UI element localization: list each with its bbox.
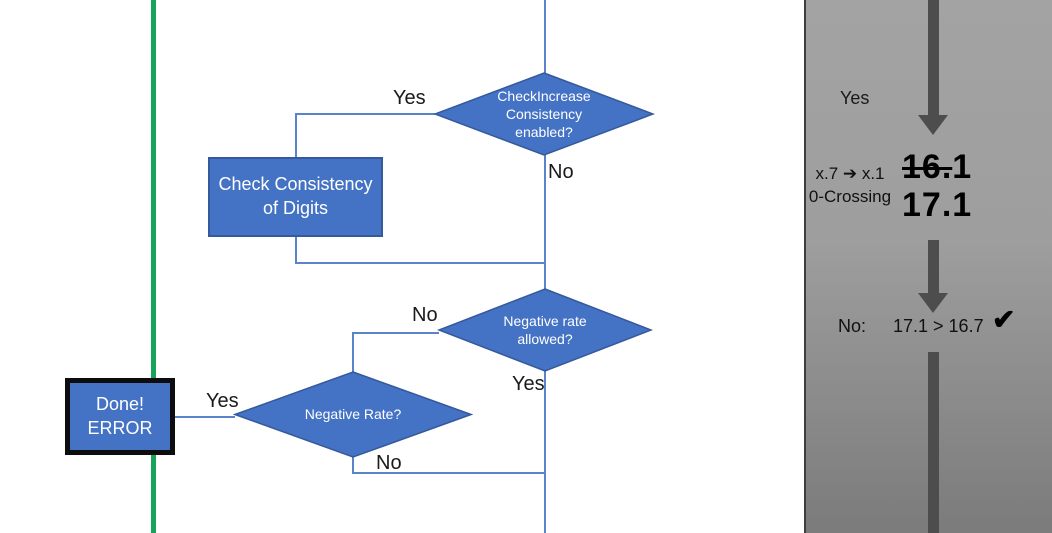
panel-yes-label: Yes [840, 88, 870, 108]
connector-yes-top-horizontal [295, 113, 435, 115]
old-value-rest: 1 [952, 148, 973, 186]
old-value: 16.1 [902, 148, 972, 186]
decision-check-increase-label: CheckIncrease Consistency enabled? [497, 87, 591, 141]
connector-no-bottom-horizontal [352, 472, 546, 474]
decision-negative-allowed-label: Negative rate allowed? [503, 312, 587, 347]
edge-label-yes-top: Yes [393, 87, 426, 109]
decision-check-increase-shape [433, 72, 655, 156]
process-check-consistency: Check Consistency of Digits [208, 157, 383, 237]
down-arrow-2-shaft [928, 240, 939, 293]
down-arrow-1-shaft [928, 0, 939, 115]
edge-label-yes-done: Yes [206, 390, 239, 412]
decision-negative-allowed-shape [437, 288, 653, 372]
down-arrow-2-icon [918, 293, 948, 313]
connector-process-out-horizontal [295, 262, 546, 264]
decision-negative-rate-shape [233, 371, 473, 458]
green-guide-line [151, 0, 156, 533]
connector-no-bottom-vertical [352, 456, 354, 474]
connector-main-vertical [544, 0, 546, 533]
result-label: No: [838, 316, 867, 336]
connector-yes-done-horizontal [175, 416, 235, 418]
new-value: 17.1 [902, 186, 973, 224]
edge-label-no-top: No [548, 161, 574, 183]
decision-negative-rate-label: Negative Rate? [304, 406, 402, 423]
value-comparison-numbers: 16.1 17.1 [902, 148, 972, 224]
edge-label-no-bottom: No [376, 452, 402, 474]
edge-label-no-mid: No [412, 304, 438, 326]
done-error-box: Done! ERROR [65, 378, 175, 455]
connector-no-mid-horizontal [352, 332, 439, 334]
annotation-panel: Yes x.7 ➔ x.1 0-Crossing 16.1 17.1 No: 1… [804, 0, 1052, 533]
connector-no-mid-vertical [352, 332, 354, 373]
connector-yes-top-vertical [295, 113, 297, 159]
edge-label-yes-mid: Yes [512, 373, 545, 395]
comparison-text: 17.1 > 16.7 [893, 316, 984, 336]
connector-process-out-vertical [295, 237, 297, 264]
checkmark-icon: ✔ [992, 304, 1016, 335]
down-arrow-3-shaft [928, 352, 939, 533]
case-note: x.7 ➔ x.1 0-Crossing [808, 164, 892, 206]
old-value-struck: 16. [902, 148, 953, 186]
down-arrow-1-icon [918, 115, 948, 135]
